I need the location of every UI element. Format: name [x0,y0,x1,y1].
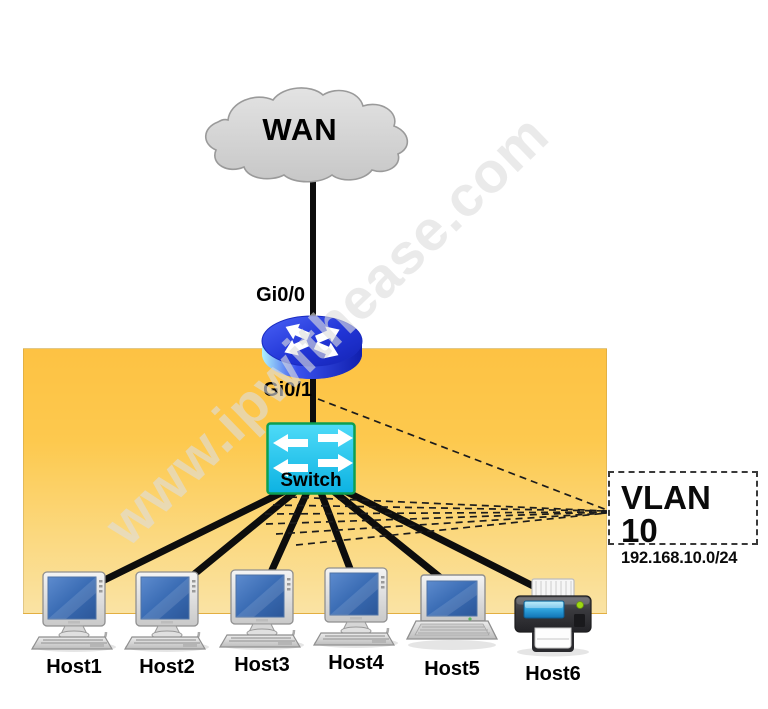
cloud-icon [204,87,409,183]
switch-arrows [273,429,353,477]
printer-icon [514,578,592,657]
router-icon [256,308,368,386]
router-interface-gi00-label: Gi0/0 [256,284,305,306]
host-label: Host2 [139,656,195,678]
desktop-icon [30,571,116,652]
host-label: Host3 [234,654,290,676]
wan-label: WAN [262,112,338,147]
vlan-name: VLAN 10 [621,479,711,549]
wan-cloud [183,84,425,184]
host-label: Host5 [424,658,480,680]
desktop-icon [218,569,304,650]
vlan-subnet: 192.168.10.0/24 [621,549,738,567]
desktop-icon [123,571,209,652]
host-label: Host4 [328,652,384,674]
vlan-callout-box: VLAN 10 192.168.10.0/24 [608,471,758,567]
switch-label: Switch [280,470,342,491]
vlan-callout-lines [264,398,608,546]
router-arrows [284,323,340,359]
switch-icon: Switch [266,422,356,495]
host-label: Host6 [525,663,581,685]
router-interface-gi01-label: Gi0/1 [263,379,312,401]
desktop-icon [312,567,398,648]
host-label: Host1 [46,656,102,678]
laptop-icon [405,574,499,650]
